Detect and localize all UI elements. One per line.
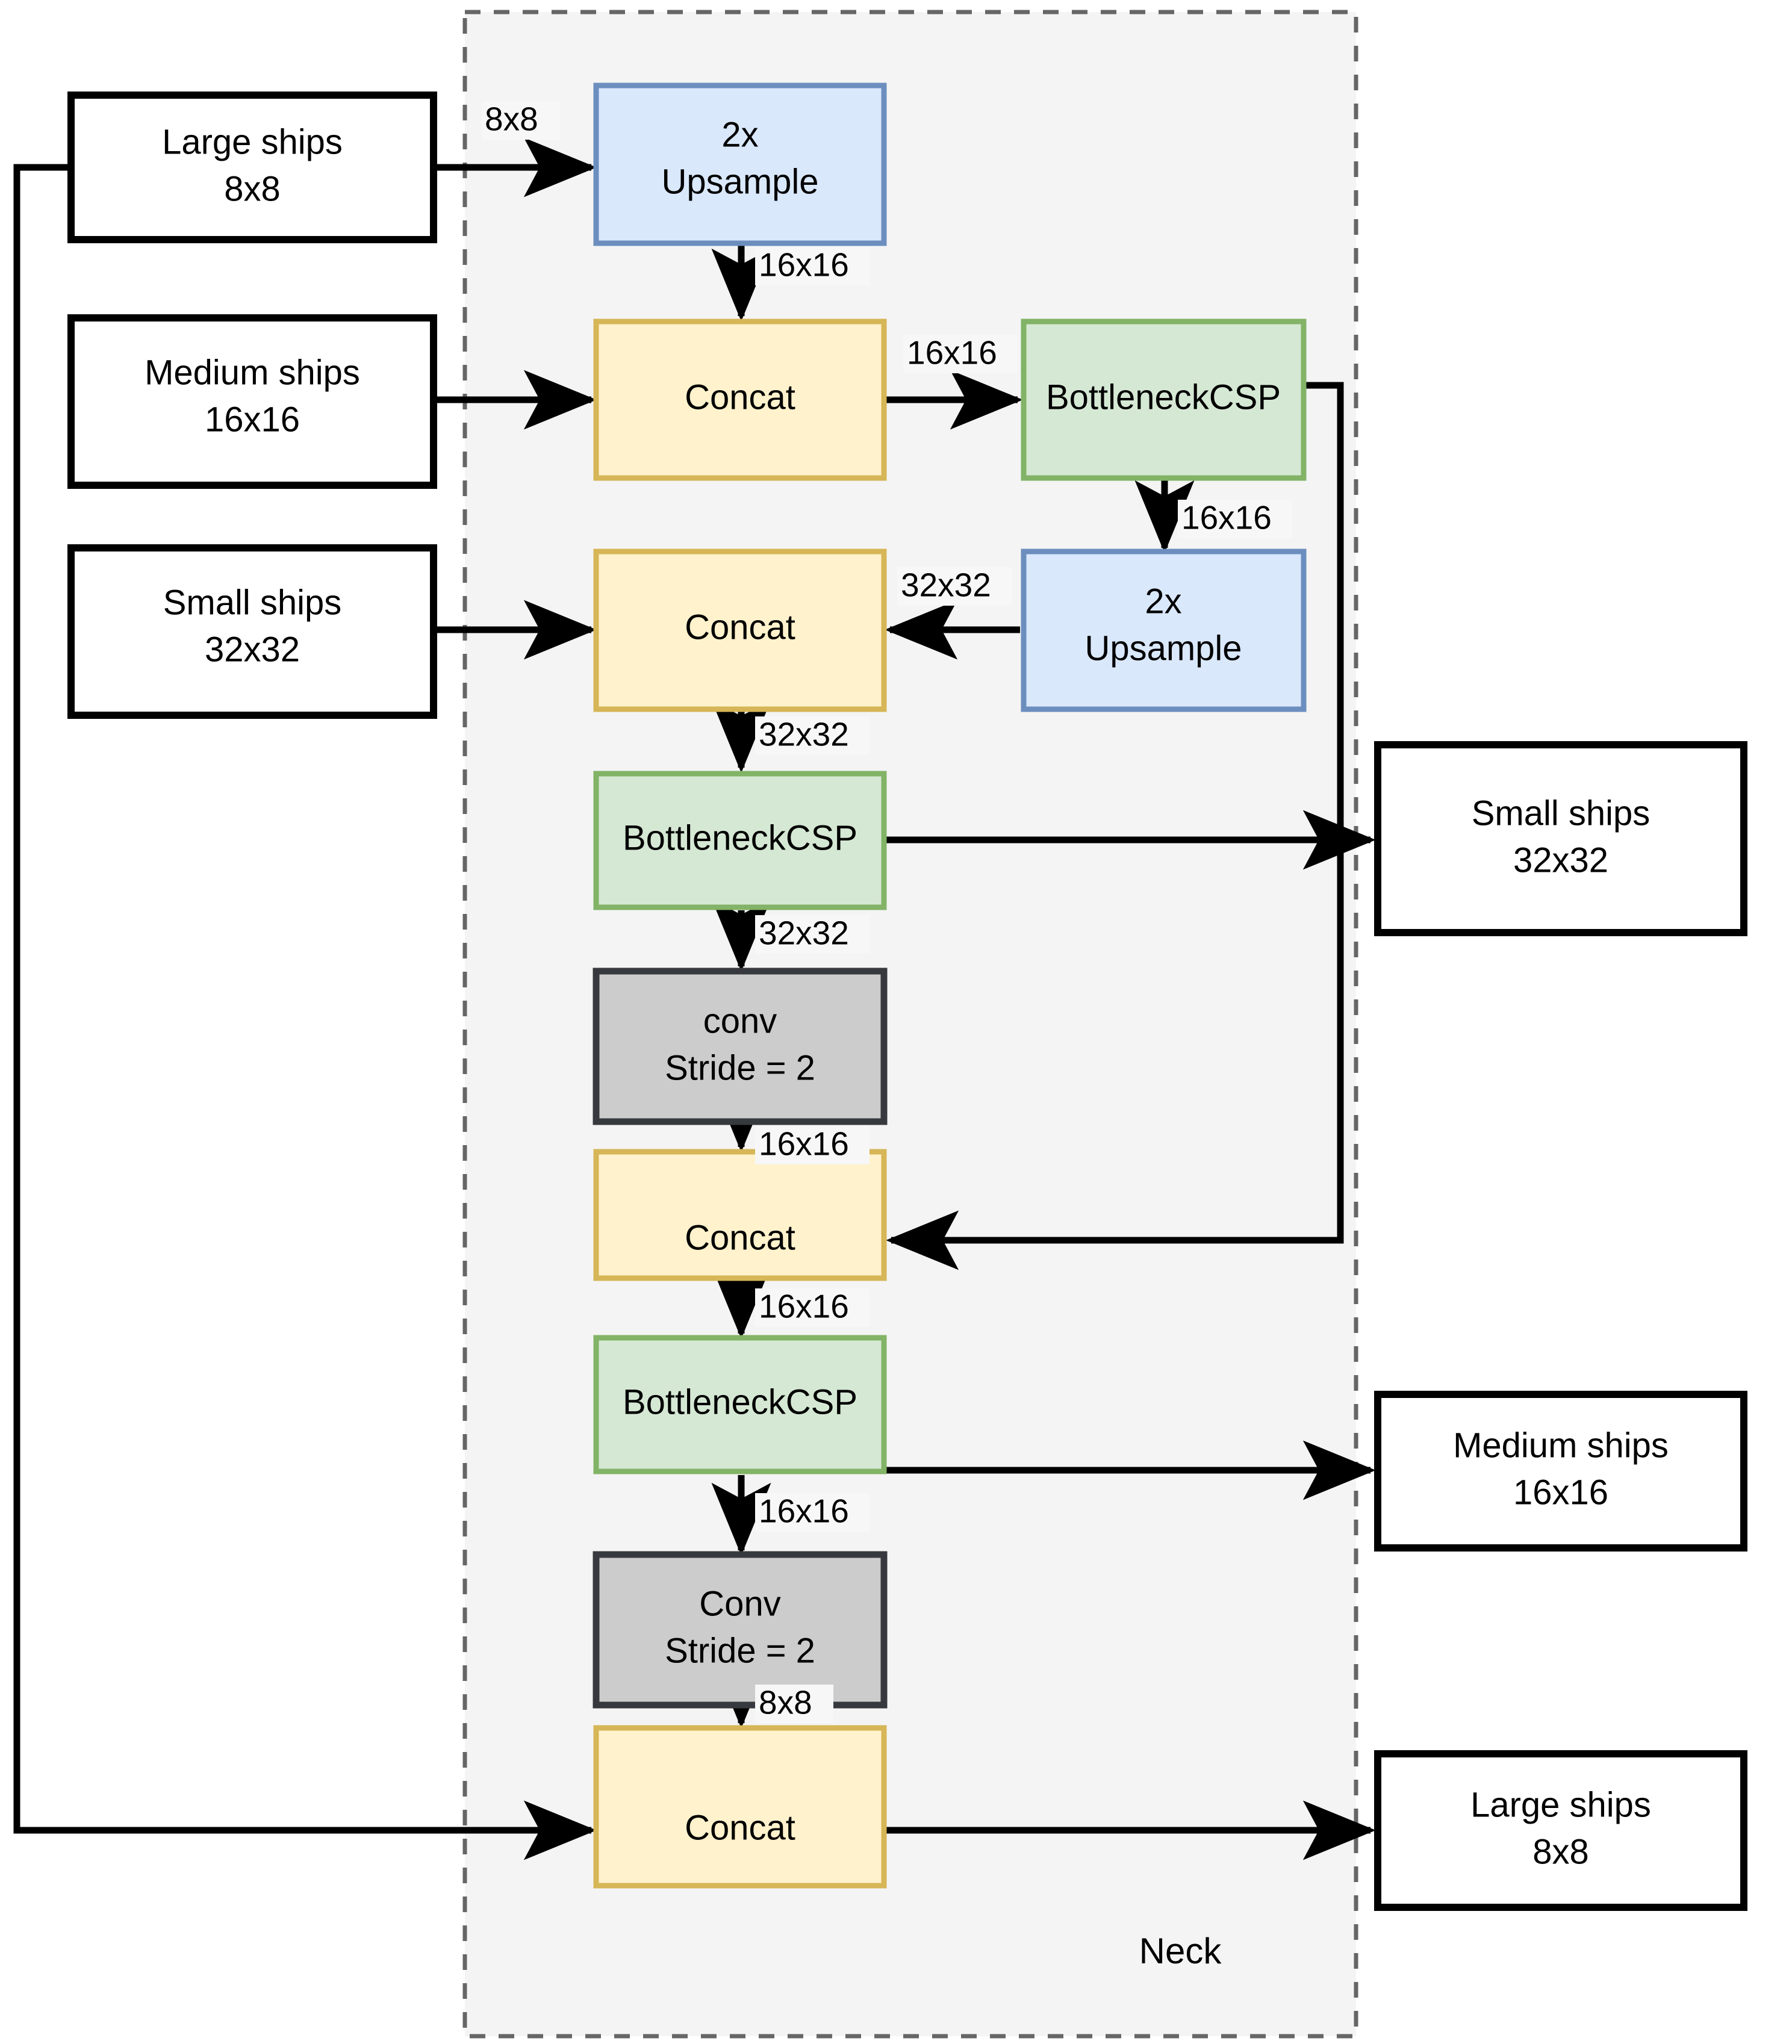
input-small-ships-line1: Small ships [163, 583, 342, 622]
edge-labels: 8x8 16x16 16x16 16x16 32x32 32x32 32x32 [482, 101, 1292, 1723]
output-box-large-ships[interactable]: Large ships 8x8 [1374, 1750, 1747, 1911]
node-conv-2-line2: Stride = 2 [665, 1631, 815, 1670]
svg-text:16x16: 16x16 [759, 1493, 849, 1530]
svg-text:16x16: 16x16 [759, 246, 849, 284]
svg-text:8x8: 8x8 [759, 1684, 812, 1721]
node-upsample-2-line2: Upsample [1084, 629, 1242, 668]
input-medium-ships-line1: Medium ships [145, 353, 360, 392]
input-small-ships-line2: 32x32 [205, 630, 300, 669]
output-box-small-ships[interactable]: Small ships 32x32 [1374, 741, 1747, 936]
svg-text:16x16: 16x16 [1181, 499, 1272, 536]
node-upsample-2-line1: 2x [1145, 582, 1181, 621]
svg-text:16x16: 16x16 [759, 1288, 849, 1325]
output-small-ships-line1: Small ships [1472, 794, 1650, 833]
node-concat-3-label: Concat [685, 1218, 795, 1257]
node-concat-3[interactable]: Concat [593, 1149, 887, 1281]
node-csp-2-label: BottleneckCSP [623, 818, 857, 857]
node-conv-2[interactable]: Conv Stride = 2 [593, 1551, 888, 1709]
node-upsample-2[interactable]: 2x Upsample [1021, 548, 1307, 712]
node-conv-1-line1: conv [703, 1001, 777, 1040]
node-csp-2[interactable]: BottleneckCSP [593, 771, 887, 910]
output-small-ships-line2: 32x32 [1513, 840, 1608, 880]
node-concat-4[interactable]: Concat [593, 1725, 887, 1889]
output-large-ships-line2: 8x8 [1532, 1832, 1589, 1871]
edge-label-e6: 32x32 [755, 716, 870, 755]
node-concat-1[interactable]: Concat [593, 318, 887, 481]
node-conv-1[interactable]: conv Stride = 2 [593, 968, 888, 1125]
edge-label-e4: 16x16 [1178, 499, 1292, 538]
node-upsample-1[interactable]: 2x Upsample [593, 82, 887, 246]
node-csp-1[interactable]: BottleneckCSP [1021, 318, 1307, 481]
node-concat-1-label: Concat [685, 377, 795, 417]
edge-label-e3: 16x16 [903, 334, 1018, 373]
node-concat-2-label: Concat [685, 607, 795, 647]
node-csp-3[interactable]: BottleneckCSP [593, 1335, 887, 1474]
node-concat-4-label: Concat [685, 1808, 795, 1847]
input-box-medium-ships[interactable]: Medium ships 16x16 [67, 314, 437, 489]
edge-label-e7: 32x32 [755, 915, 870, 954]
svg-text:32x32: 32x32 [759, 915, 849, 952]
input-large-ships-line1: Large ships [162, 122, 343, 161]
edge-large-feedback-to-concat4 [13, 164, 597, 1860]
node-conv-1-line2: Stride = 2 [665, 1048, 815, 1087]
input-box-large-ships[interactable]: Large ships 8x8 [67, 92, 437, 243]
svg-text:32x32: 32x32 [759, 716, 849, 753]
input-medium-ships-line2: 16x16 [205, 400, 300, 439]
edge-label-e1: 8x8 [482, 101, 560, 140]
svg-text:32x32: 32x32 [901, 567, 991, 604]
edge-label-e10: 16x16 [755, 1493, 870, 1532]
svg-text:16x16: 16x16 [907, 334, 997, 371]
edge-label-e9: 16x16 [755, 1288, 870, 1327]
node-upsample-1-line1: 2x [721, 115, 758, 154]
node-upsample-1-line2: Upsample [661, 162, 818, 201]
neck-nodes: 2x Upsample Concat BottleneckCSP 2x Upsa… [593, 82, 1307, 1889]
neck-region-label: Neck [1139, 1931, 1222, 1971]
node-csp-1-label: BottleneckCSP [1046, 377, 1281, 417]
input-large-ships-line2: 8x8 [224, 169, 281, 208]
svg-text:16x16: 16x16 [759, 1125, 849, 1163]
output-box-medium-ships[interactable]: Medium ships 16x16 [1374, 1391, 1747, 1552]
edge-csp1-to-concat3 [886, 382, 1344, 1270]
edge-label-e11: 8x8 [755, 1684, 833, 1723]
output-medium-ships-line1: Medium ships [1453, 1426, 1669, 1465]
output-boxes: Small ships 32x32 Medium ships 16x16 Lar… [1374, 741, 1747, 1911]
output-medium-ships-line2: 16x16 [1513, 1473, 1608, 1512]
node-conv-2-line1: Conv [699, 1584, 780, 1623]
output-large-ships-line1: Large ships [1470, 1785, 1651, 1824]
input-box-small-ships[interactable]: Small ships 32x32 [67, 544, 437, 719]
edge-label-e5: 32x32 [897, 567, 1012, 606]
edge-label-e2: 16x16 [755, 246, 870, 285]
input-boxes: Large ships 8x8 Medium ships 16x16 Small… [67, 92, 437, 719]
node-concat-2[interactable]: Concat [593, 548, 887, 712]
svg-text:8x8: 8x8 [485, 101, 538, 138]
node-csp-3-label: BottleneckCSP [623, 1382, 857, 1421]
edge-label-e8: 16x16 [755, 1125, 870, 1164]
